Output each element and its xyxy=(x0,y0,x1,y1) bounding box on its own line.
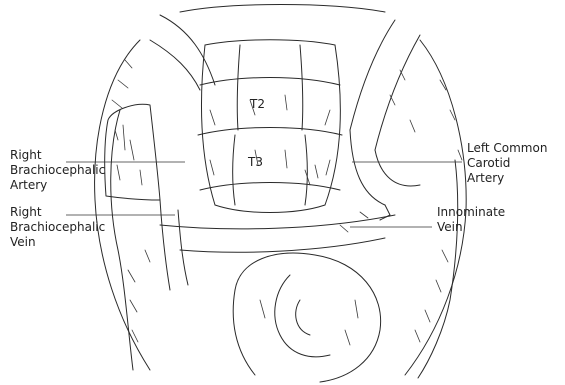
heart-shape xyxy=(233,253,380,382)
label-line: Left Common xyxy=(467,141,547,155)
label-line: Brachiocephalic xyxy=(10,220,105,234)
left-common-carotid-artery-shape xyxy=(350,20,420,205)
incision-outline xyxy=(95,5,467,376)
label-line: Artery xyxy=(10,178,47,192)
label-left-common-carotid-artery: Left Common Carotid Artery xyxy=(467,141,551,185)
label-line: Vein xyxy=(437,220,463,234)
label-right-brachiocephalic-vein: Right Brachiocephalic Vein xyxy=(10,205,109,249)
label-line: Right xyxy=(10,205,42,219)
label-line: Right xyxy=(10,148,42,162)
label-t2: T2 xyxy=(249,97,265,111)
right-brachiocephalic-vein-shape xyxy=(160,200,188,290)
label-line: Artery xyxy=(467,171,504,185)
leader-lines xyxy=(66,162,462,227)
label-line: Innominate xyxy=(437,205,505,219)
label-innominate-vein: Innominate Vein xyxy=(437,205,509,234)
label-line: Brachiocephalic xyxy=(10,163,105,177)
label-line: Carotid xyxy=(467,156,510,170)
label-t3: T3 xyxy=(247,155,263,169)
vertebral-column xyxy=(198,40,342,213)
label-line: Vein xyxy=(10,235,36,249)
